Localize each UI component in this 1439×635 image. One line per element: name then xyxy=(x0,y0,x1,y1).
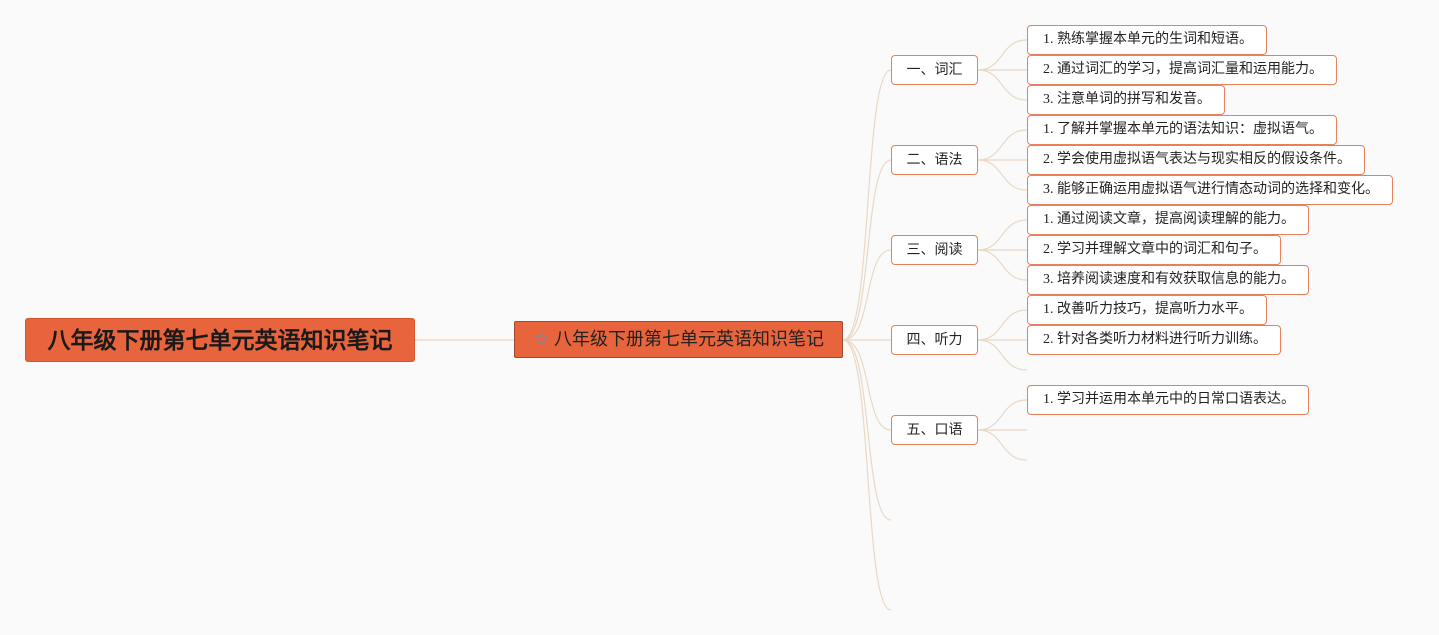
reading-item-1[interactable]: 1. 通过阅读文章，提高阅读理解的能力。 xyxy=(1027,205,1309,235)
link-center-to-branch-1 xyxy=(842,69,892,341)
link-center-to-branch-6 xyxy=(842,339,892,521)
star-icon: ☆ xyxy=(532,328,551,350)
branch-reading[interactable]: 三、阅读 xyxy=(891,235,978,265)
speaking-item-1[interactable]: 1. 学习并运用本单元中的日常口语表达。 xyxy=(1027,385,1309,415)
listening-item-2[interactable]: 2. 针对各类听力材料进行听力训练。 xyxy=(1027,325,1281,355)
branch-vocabulary[interactable]: 一、词汇 xyxy=(891,55,978,85)
root-topic[interactable]: 八年级下册第七单元英语知识笔记 xyxy=(25,318,415,362)
central-topic-label: 八年级下册第七单元英语知识笔记 xyxy=(554,329,825,350)
link-center-to-branch-7 xyxy=(842,339,892,611)
link-branch-5-leaf-1 xyxy=(977,399,1028,431)
link-branch-3-leaf-1 xyxy=(977,219,1028,251)
central-topic[interactable]: ☆ 八年级下册第七单元英语知识笔记 xyxy=(514,321,843,358)
link-branch-4-leaf-1 xyxy=(977,309,1028,341)
listening-item-1[interactable]: 1. 改善听力技巧，提高听力水平。 xyxy=(1027,295,1267,325)
link-center-to-branch-2 xyxy=(842,159,892,341)
link-branch-4-leaf-3 xyxy=(977,339,1028,371)
grammar-item-2[interactable]: 2. 学会使用虚拟语气表达与现实相反的假设条件。 xyxy=(1027,145,1365,175)
grammar-item-1[interactable]: 1. 了解并掌握本单元的语法知识：虚拟语气。 xyxy=(1027,115,1337,145)
branch-listening[interactable]: 四、听力 xyxy=(891,325,978,355)
vocabulary-item-2[interactable]: 2. 通过词汇的学习，提高词汇量和运用能力。 xyxy=(1027,55,1337,85)
reading-item-2[interactable]: 2. 学习并理解文章中的词汇和句子。 xyxy=(1027,235,1281,265)
link-branch-5-leaf-3 xyxy=(977,429,1028,461)
link-branch-2-leaf-3 xyxy=(977,159,1028,191)
reading-item-3[interactable]: 3. 培养阅读速度和有效获取信息的能力。 xyxy=(1027,265,1309,295)
vocabulary-item-1[interactable]: 1. 熟练掌握本单元的生词和短语。 xyxy=(1027,25,1267,55)
link-center-to-branch-5 xyxy=(842,339,892,431)
link-branch-3-leaf-3 xyxy=(977,249,1028,281)
grammar-item-3[interactable]: 3. 能够正确运用虚拟语气进行情态动词的选择和变化。 xyxy=(1027,175,1393,205)
branch-grammar[interactable]: 二、语法 xyxy=(891,145,978,175)
branch-speaking[interactable]: 五、口语 xyxy=(891,415,978,445)
vocabulary-item-3[interactable]: 3. 注意单词的拼写和发音。 xyxy=(1027,85,1225,115)
link-branch-2-leaf-1 xyxy=(977,129,1028,161)
link-branch-1-leaf-3 xyxy=(977,69,1028,101)
link-center-to-branch-3 xyxy=(842,249,892,341)
link-branch-1-leaf-1 xyxy=(977,39,1028,71)
